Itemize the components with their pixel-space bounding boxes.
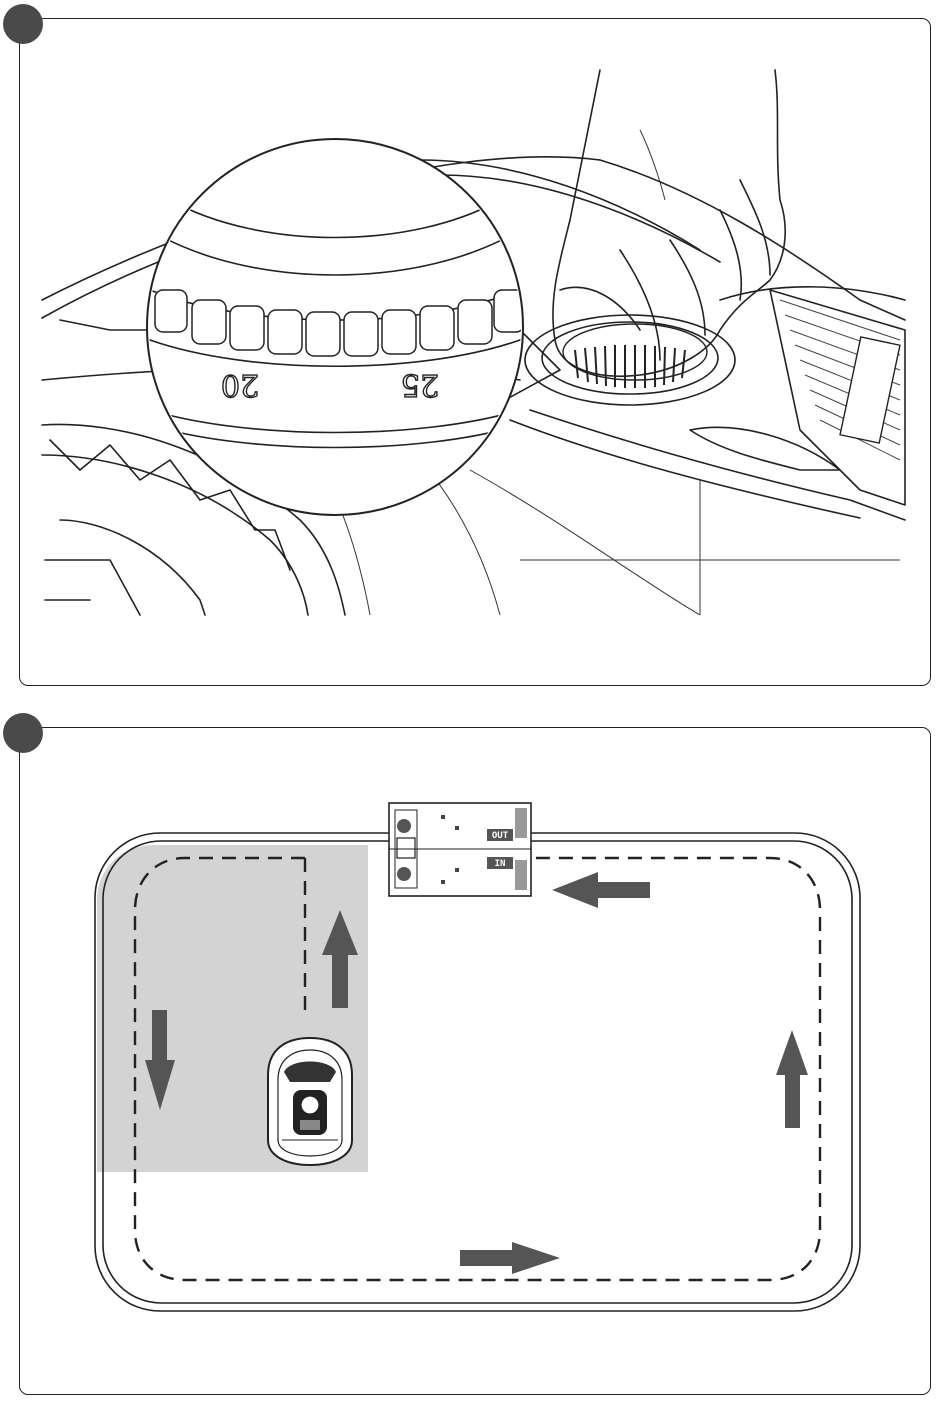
direction-arrow-icon bbox=[552, 872, 650, 908]
direction-arrow-icon bbox=[776, 1030, 808, 1128]
magnified-dial-callout: 20 25 bbox=[147, 139, 560, 515]
dial-mark-20: 20 bbox=[221, 367, 259, 402]
charging-station-icon: OUT IN bbox=[389, 803, 531, 896]
height-dial-on-mower bbox=[525, 315, 735, 405]
station-label-out: OUT bbox=[492, 831, 509, 841]
dial-mark-25: 25 bbox=[401, 367, 439, 402]
robot-mower-icon bbox=[268, 1038, 352, 1165]
station-label-in: IN bbox=[495, 859, 506, 869]
direction-arrow-icon bbox=[460, 1242, 560, 1274]
